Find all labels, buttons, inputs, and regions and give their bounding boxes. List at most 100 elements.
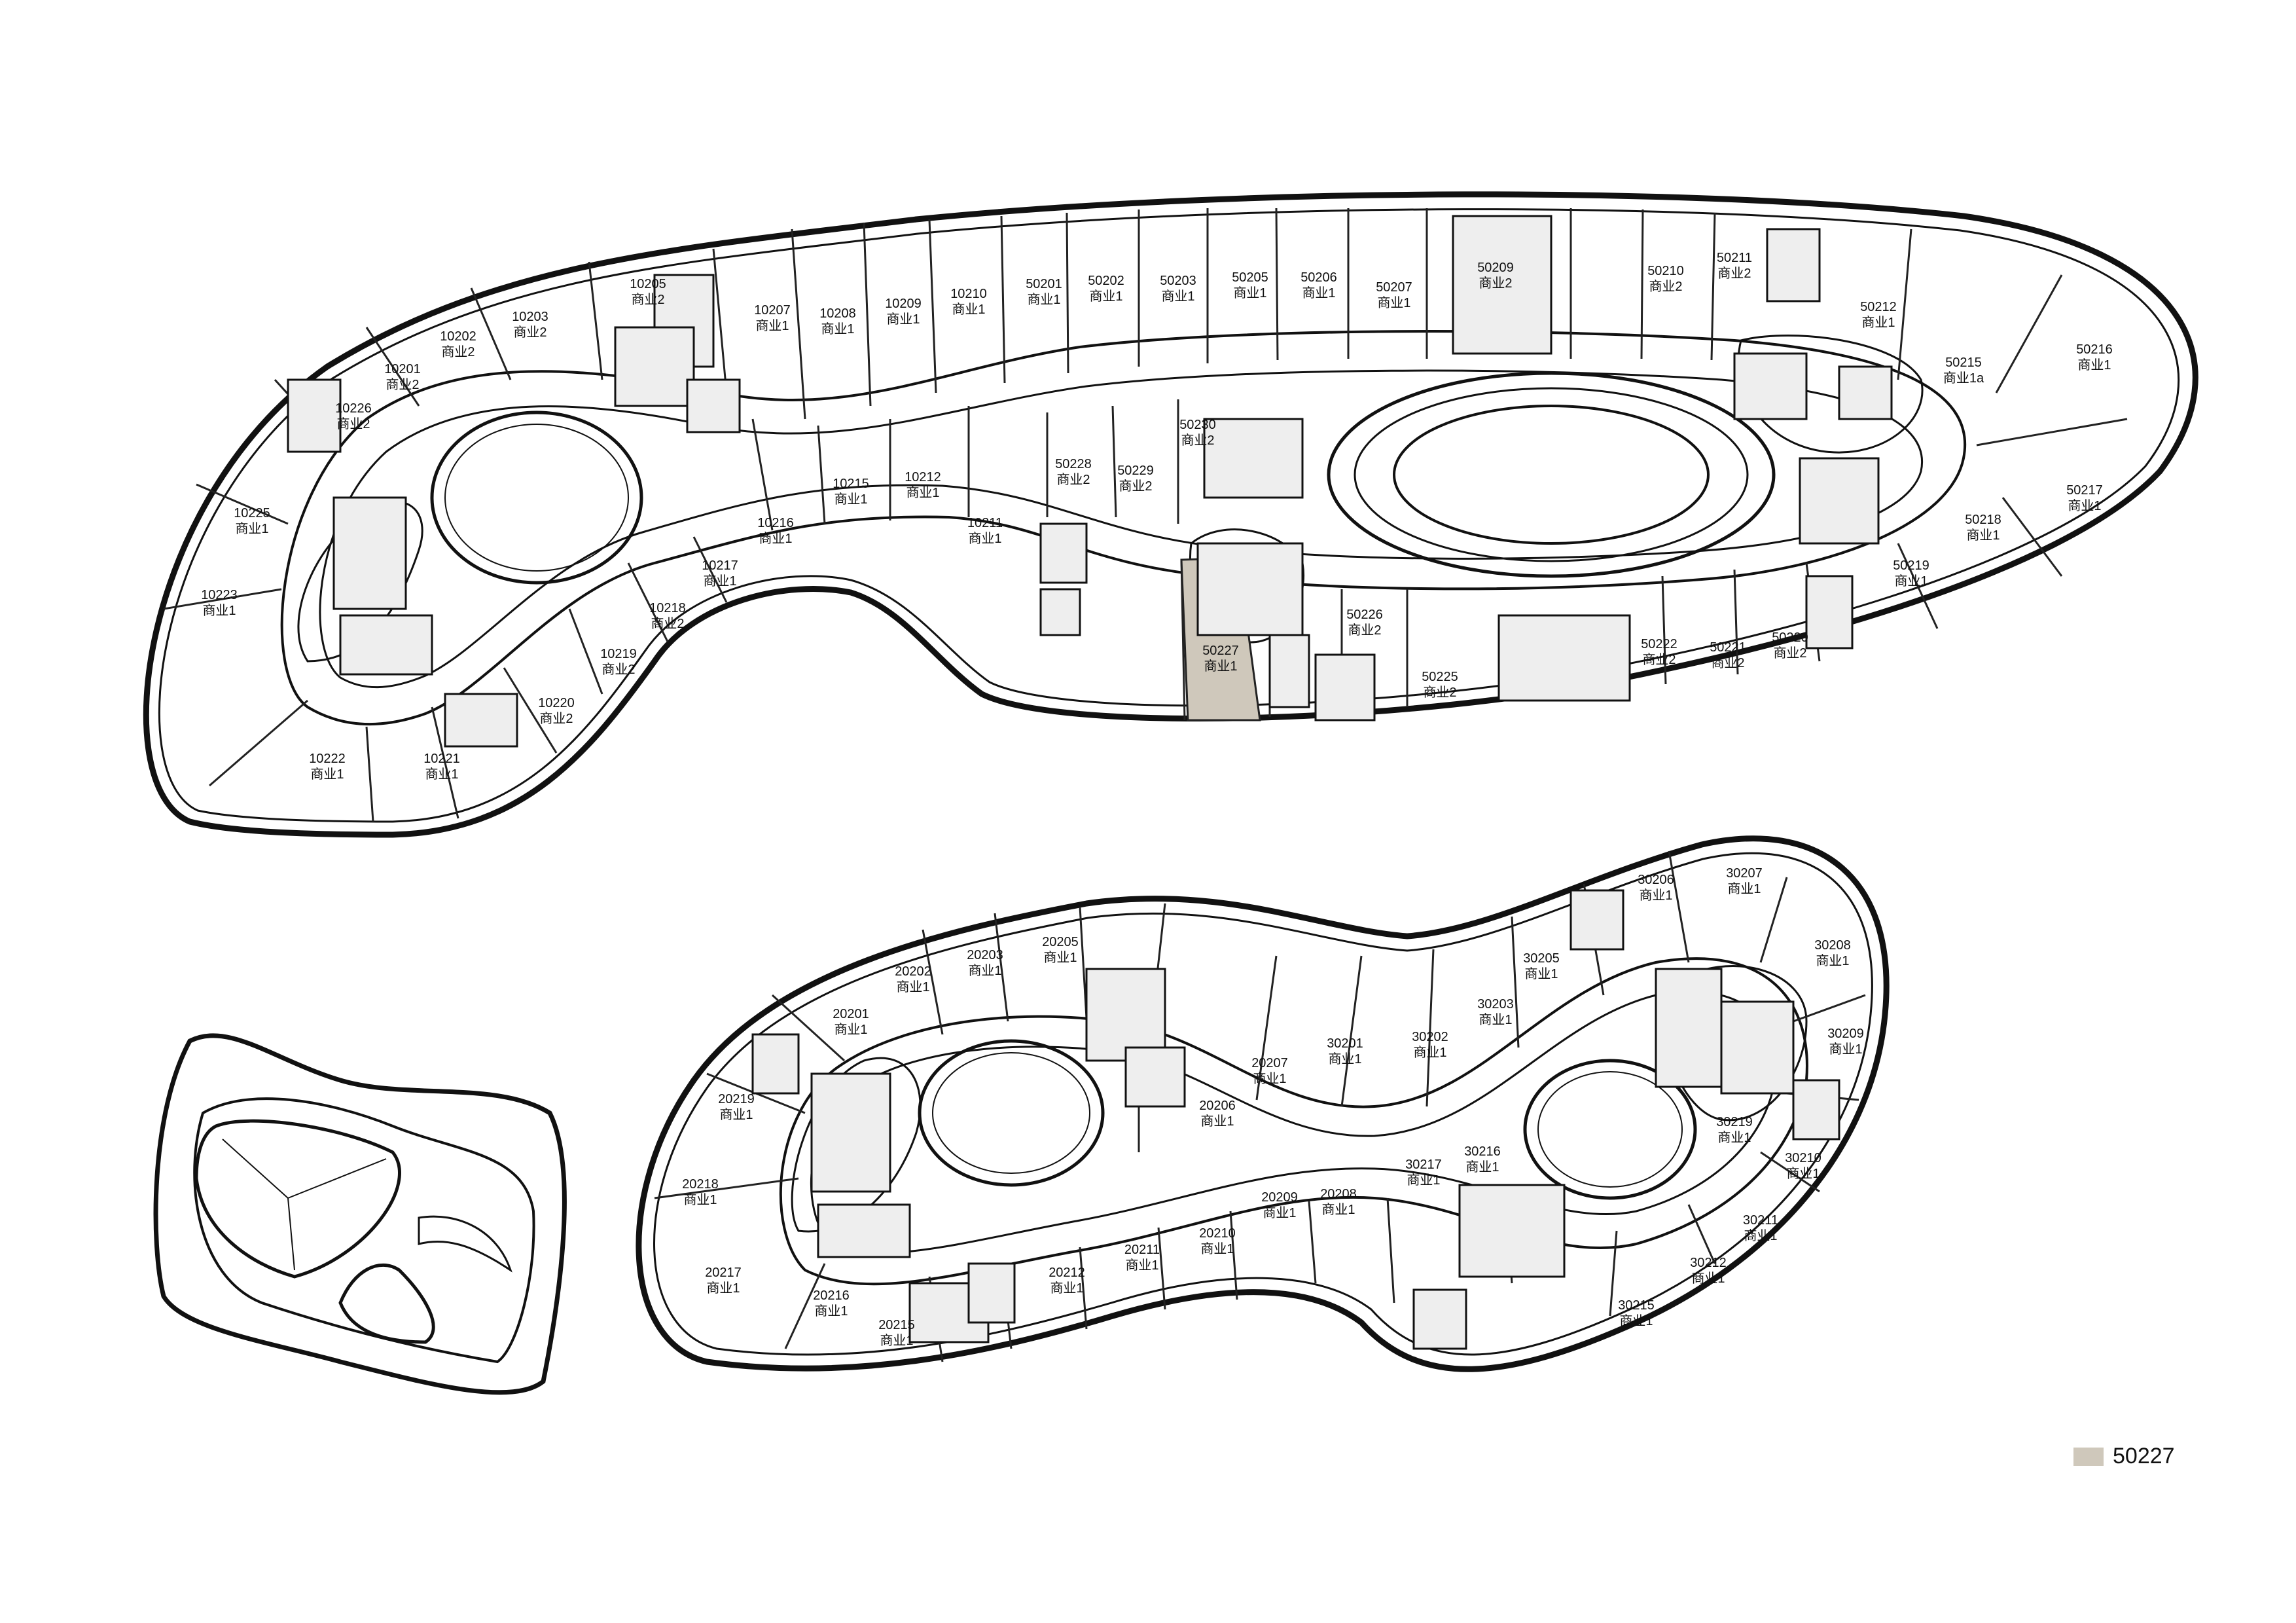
unit-use-10208: 商业1 — [821, 321, 854, 337]
legend-swatch — [2073, 1447, 2104, 1466]
lower-partitions — [654, 850, 1866, 1362]
unit-number-10217: 10217 — [702, 558, 738, 573]
unit-use-50217: 商业1 — [2068, 498, 2101, 513]
unit-use-30210: 商业1 — [1786, 1166, 1820, 1181]
unit-number-30202: 30202 — [1412, 1030, 1448, 1044]
pavilion-triangle-small — [338, 1263, 435, 1344]
unit-number-30207: 30207 — [1726, 866, 1763, 881]
unit-number-20201: 20201 — [833, 1007, 869, 1021]
unit-use-30202: 商业1 — [1413, 1045, 1446, 1060]
unit-number-10215: 10215 — [833, 477, 869, 491]
unit-use-50201: 商业1 — [1027, 292, 1060, 307]
lower-outer-wall-inner-line — [653, 852, 1873, 1356]
unit-number-20210: 20210 — [1199, 1226, 1236, 1241]
unit-number-50225: 50225 — [1422, 670, 1458, 684]
unit-use-30209: 商业1 — [1829, 1042, 1862, 1057]
unit-use-50209: 商业2 — [1479, 276, 1512, 291]
unit-use-10210: 商业1 — [952, 302, 985, 317]
unit-number-10210: 10210 — [950, 287, 987, 301]
unit-use-30212: 商业1 — [1691, 1271, 1725, 1286]
unit-number-10209: 10209 — [885, 297, 922, 311]
unit-number-50209: 50209 — [1477, 261, 1514, 275]
unit-use-50219: 商业1 — [1894, 574, 1928, 589]
unit-use-10216: 商业1 — [759, 531, 792, 546]
pavilion-outer — [153, 1033, 567, 1395]
lower-left-atrium-inner — [932, 1052, 1090, 1174]
unit-use-50202: 商业1 — [1089, 289, 1122, 304]
unit-number-20211: 20211 — [1124, 1243, 1160, 1257]
unit-use-10207: 商业1 — [755, 318, 789, 333]
unit-use-10201: 商业2 — [386, 377, 419, 392]
unit-use-10222: 商业1 — [310, 767, 344, 782]
unit-number-20202: 20202 — [895, 964, 931, 979]
unit-number-50211: 50211 — [1717, 251, 1752, 265]
unit-number-30203: 30203 — [1477, 997, 1514, 1012]
unit-number-10208: 10208 — [819, 306, 856, 321]
unit-use-30216: 商业1 — [1465, 1159, 1499, 1175]
unit-number-50207: 50207 — [1376, 280, 1412, 295]
unit-use-30206: 商业1 — [1639, 888, 1672, 903]
unit-use-50207: 商业1 — [1377, 295, 1410, 310]
unit-number-10216: 10216 — [757, 516, 794, 530]
unit-number-50222: 50222 — [1641, 637, 1677, 651]
unit-use-20216: 商业1 — [814, 1304, 848, 1319]
unit-number-50212: 50212 — [1860, 300, 1897, 314]
unit-number-30201: 30201 — [1327, 1036, 1363, 1051]
unit-use-30215: 商业1 — [1619, 1313, 1653, 1328]
unit-number-30210: 30210 — [1785, 1151, 1821, 1165]
unit-use-10223: 商业1 — [202, 603, 236, 618]
unit-use-30217: 商业1 — [1407, 1173, 1440, 1188]
unit-use-30207: 商业1 — [1727, 881, 1761, 896]
unit-number-10211: 10211 — [967, 516, 1003, 530]
unit-number-50216: 50216 — [2076, 342, 2113, 357]
unit-number-20207: 20207 — [1251, 1056, 1288, 1070]
pavilion-triangle-large — [194, 1119, 401, 1279]
unit-number-20212: 20212 — [1049, 1266, 1085, 1280]
unit-use-50212: 商业1 — [1861, 315, 1895, 330]
unit-use-50226: 商业2 — [1348, 623, 1381, 638]
pavilion-inner-ring — [193, 1097, 535, 1364]
unit-number-20208: 20208 — [1320, 1187, 1357, 1201]
unit-use-30211: 商业1 — [1744, 1228, 1777, 1243]
unit-use-20215: 商业1 — [880, 1333, 913, 1348]
unit-use-20209: 商业1 — [1263, 1205, 1296, 1220]
legend-label: 50227 — [2113, 1444, 2175, 1468]
unit-use-20212: 商业1 — [1050, 1281, 1083, 1296]
unit-use-20203: 商业1 — [968, 963, 1001, 978]
unit-number-20209: 20209 — [1261, 1190, 1298, 1205]
unit-use-10212: 商业1 — [906, 485, 939, 500]
lower-left-atrium — [918, 1039, 1105, 1187]
unit-number-50226: 50226 — [1346, 608, 1383, 622]
unit-number-10201: 10201 — [384, 362, 421, 376]
unit-use-10221: 商业1 — [425, 767, 458, 782]
unit-use-10218: 商业2 — [651, 616, 684, 631]
unit-number-50217: 50217 — [2066, 483, 2103, 498]
unit-use-20202: 商业1 — [896, 979, 929, 994]
unit-number-10220: 10220 — [538, 696, 575, 710]
unit-number-10222: 10222 — [309, 752, 346, 766]
unit-number-50227: 50227 — [1202, 644, 1239, 658]
unit-use-30205: 商业1 — [1524, 966, 1558, 981]
unit-use-50215: 商业1a — [1943, 371, 1984, 386]
unit-number-50221: 50221 — [1710, 640, 1746, 655]
unit-number-10207: 10207 — [754, 303, 791, 318]
unit-number-50220: 50220 — [1772, 630, 1808, 645]
unit-use-30201: 商业1 — [1328, 1051, 1361, 1067]
upper-outer-wall-inner-line — [158, 208, 2180, 823]
unit-number-50206: 50206 — [1300, 270, 1337, 285]
unit-number-10212: 10212 — [905, 470, 941, 484]
unit-use-50206: 商业1 — [1302, 285, 1335, 301]
unit-use-50216: 商业1 — [2077, 357, 2111, 373]
unit-use-10205: 商业2 — [631, 292, 664, 307]
unit-number-10205: 10205 — [630, 277, 666, 291]
unit-use-30208: 商业1 — [1816, 953, 1849, 968]
unit-use-50225: 商业2 — [1423, 685, 1456, 700]
unit-use-20210: 商业1 — [1200, 1241, 1234, 1256]
unit-use-10202: 商业2 — [441, 344, 475, 359]
unit-use-10203: 商业2 — [513, 325, 547, 340]
unit-use-10225: 商业1 — [235, 521, 268, 536]
upper-partitions — [163, 208, 2128, 822]
unit-number-50201: 50201 — [1026, 277, 1062, 291]
upper-corridor-inner — [319, 369, 1923, 689]
unit-number-20216: 20216 — [813, 1288, 850, 1303]
